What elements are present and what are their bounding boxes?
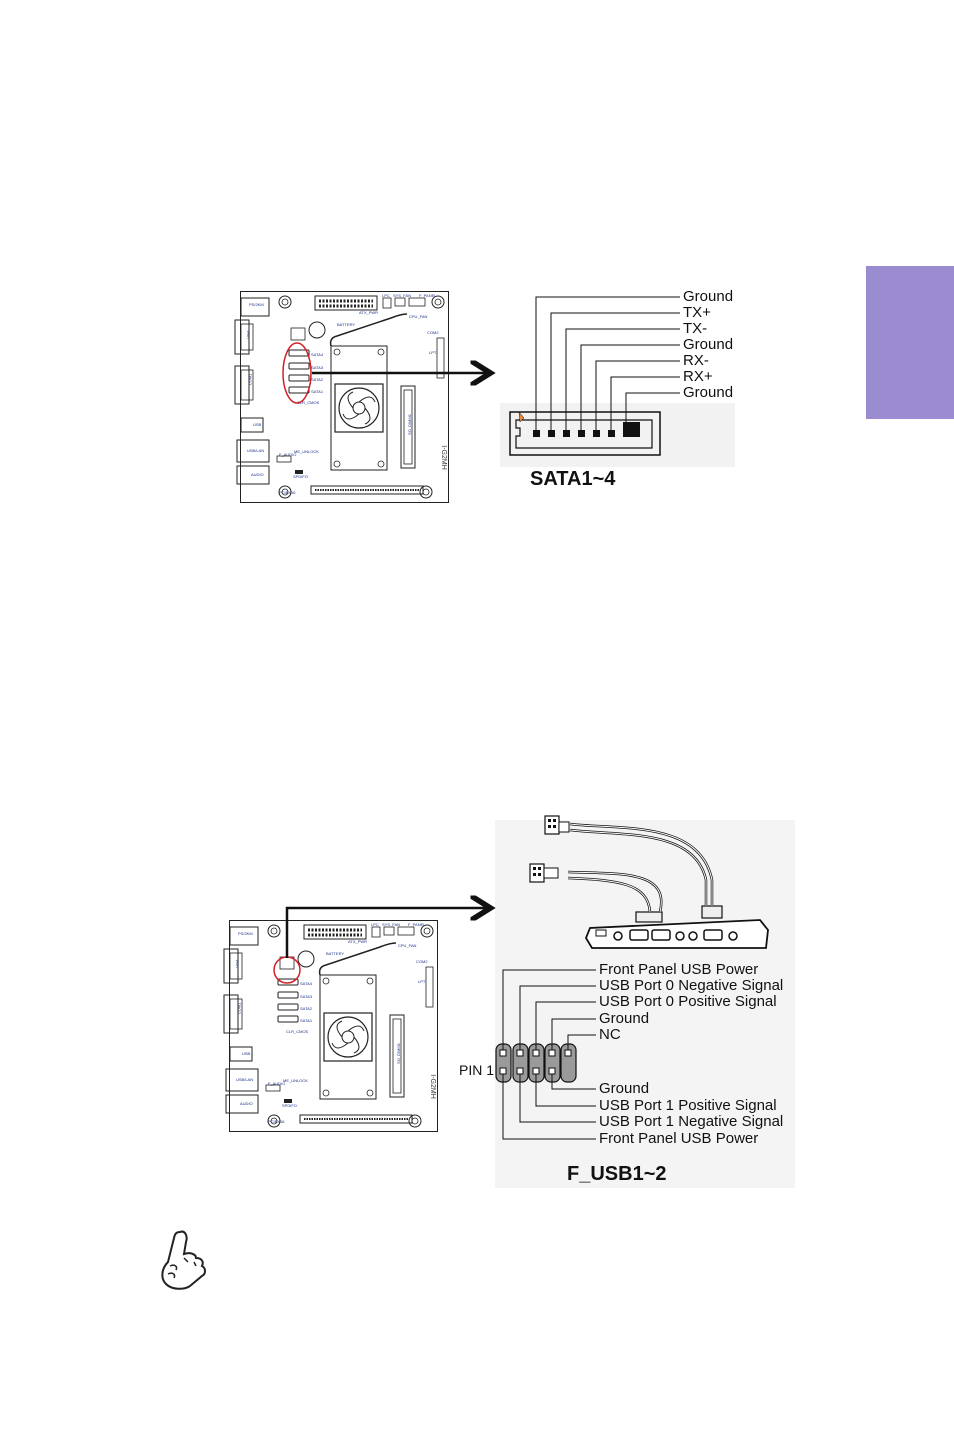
me-unlock-label: ME_UNLOCK <box>294 449 319 454</box>
lpt-label: LPT <box>429 350 437 355</box>
f-panel-label: F_PANEL <box>419 293 437 298</box>
cpu-fan-label: CPU_FAN <box>409 314 428 319</box>
spdif-label-2: SPDIFO <box>282 1103 297 1108</box>
sata4-label: SATA4 <box>311 352 324 357</box>
pcie-label-2: PCIEX16 <box>268 1119 285 1124</box>
fusb-bottom-pin-3-label: USB Port 1 Negative Signal <box>599 1113 784 1130</box>
sata2-label-2: SATA2 <box>300 1006 313 1011</box>
pointing-hand-icon <box>161 1230 206 1290</box>
sata-title: SATA1~4 <box>530 468 616 490</box>
sata3-label-2: SATA3 <box>300 994 313 999</box>
sata1-label: SATA1 <box>311 389 324 394</box>
usb-lan-label: USB/LAN <box>247 448 265 453</box>
sata-pin-5-label: RX- <box>683 352 709 369</box>
lpc-label-2: LPC <box>371 922 379 927</box>
fusb-bottom-pin-4-label: Front Panel USB Power <box>599 1130 759 1147</box>
sata1-label-2: SATA1 <box>300 1018 313 1023</box>
sata-pin-3-label: TX- <box>683 320 708 337</box>
atx-pwr-label-2: ATX_PWR <box>348 939 368 944</box>
sys-fan-label: SYS_FAN <box>393 293 412 298</box>
audio-label-2: AUDIO <box>240 1101 253 1106</box>
fusb-top-pin-1-label: Front Panel USB Power <box>599 961 759 978</box>
me-unlock-label-2: ME_UNLOCK <box>283 1078 308 1083</box>
pcie-label: PCIEX16 <box>279 490 296 495</box>
chapter-tab <box>866 266 954 419</box>
ps2-label-2: PS/2KM <box>238 931 253 936</box>
clr-cmos-label: CLR_CMOS <box>297 400 320 405</box>
sys-fan-label-2: SYS_FAN <box>382 922 401 927</box>
audio-label: AUDIO <box>251 472 264 477</box>
ps2-label: PS/2KM <box>249 302 264 307</box>
sata3-label: SATA3 <box>311 365 324 370</box>
lpt-label-2: LPT <box>418 979 426 984</box>
fusb-bottom-pin-2-label: USB Port 1 Positive Signal <box>599 1097 777 1114</box>
spdif-label: SPDIFO <box>293 474 308 479</box>
usb-label: USB <box>253 422 262 427</box>
f-audio-label-2: F_AUDIO <box>268 1081 286 1086</box>
sata-pin-7-label: Ground <box>683 384 734 401</box>
fusb-top-pin-5-label: NC <box>599 1026 621 1043</box>
fusb-top-pin-4-label: Ground <box>599 1010 650 1027</box>
sata-pin-6-label: RX+ <box>683 368 713 385</box>
fusb-top-pin-3-label: USB Port 0 Positive Signal <box>599 993 777 1010</box>
fusb-top-pin-2-label: USB Port 0 Negative Signal <box>599 977 784 994</box>
fusb-title: F_USB1~2 <box>567 1163 667 1185</box>
f-audio-label: F_AUDIO <box>279 452 297 457</box>
sata2-label: SATA2 <box>311 377 324 382</box>
com2-label: COM2 <box>427 330 439 335</box>
lpc-label: LPC <box>382 293 390 298</box>
pin1-label: PIN 1 <box>459 1062 495 1078</box>
com2-label-2: COM2 <box>416 959 428 964</box>
f-panel-label-2: F_PANEL <box>408 922 426 927</box>
cpu-fan-label-2: CPU_FAN <box>398 943 417 948</box>
clr-cmos-label-2: CLR_CMOS <box>286 1029 309 1034</box>
sata-pin-2-label: TX+ <box>683 304 711 321</box>
fusb-bottom-pin-1-label: Ground <box>599 1080 650 1097</box>
sata-pin-1-label: Ground <box>683 288 734 305</box>
usb-lan-label-2: USB/LAN <box>236 1077 254 1082</box>
atx-pwr-label: ATX_PWR <box>359 310 379 315</box>
battery-label: BATTERY <box>337 322 356 327</box>
sata-pin-4-label: Ground <box>683 336 734 353</box>
usb-label-2: USB <box>242 1051 251 1056</box>
sata4-label-2: SATA4 <box>300 981 313 986</box>
motherboard-diagram-usb: PS/2KM ATX_PWR LPC SYS_FAN F_PANEL CPU_F… <box>229 920 438 1132</box>
battery-label-2: BATTERY <box>326 951 345 956</box>
